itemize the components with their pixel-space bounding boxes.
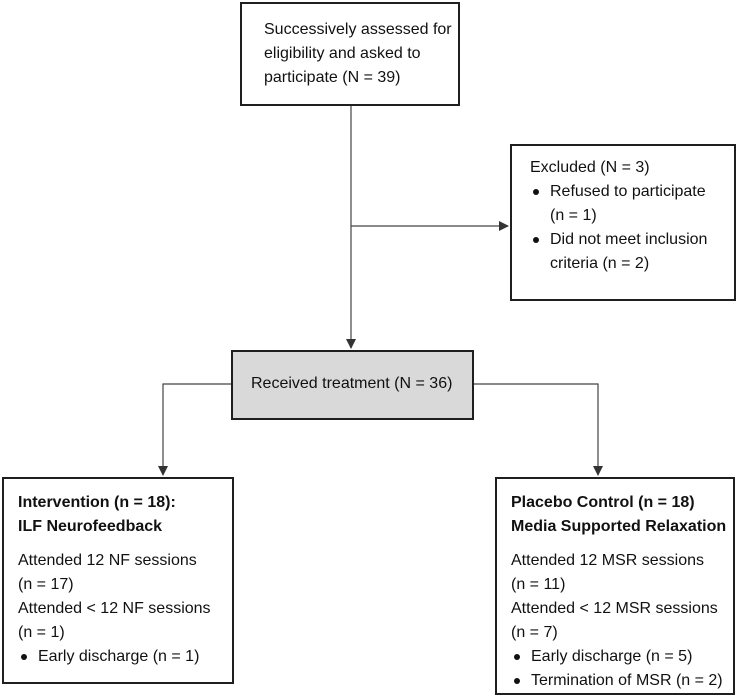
excluded-item-refused-count: (n = 1) <box>550 207 597 224</box>
placebo-bullet-early-discharge: Early discharge (n = 5) <box>511 645 733 669</box>
assessed-box: Successively assessed for eligibility an… <box>240 2 460 106</box>
excluded-item-criteria-count: criteria (n = 2) <box>550 255 650 272</box>
intervention-subtitle: ILF Neurofeedback <box>18 518 163 535</box>
intervention-box: Intervention (n = 18): ILF Neurofeedback… <box>2 477 234 684</box>
placebo-line-3: Attended < 12 MSR sessions <box>511 600 718 617</box>
excluded-item-refused: Refused to participate <box>530 180 734 204</box>
placebo-box: Placebo Control (n = 18) Media Supported… <box>495 477 735 695</box>
excluded-title: Excluded (N = 3) <box>530 159 650 176</box>
placebo-bullet-termination: Termination of MSR (n = 2) <box>511 669 733 693</box>
intervention-line-3: Attended < 12 NF sessions <box>18 600 211 617</box>
placebo-line-1: Attended 12 MSR sessions <box>511 552 704 569</box>
assessed-line-1: Successively assessed for <box>264 21 452 38</box>
assessed-line-3: participate (N = 39) <box>264 69 401 86</box>
placebo-title: Placebo Control (n = 18) <box>511 494 695 511</box>
excluded-item-criteria: Did not meet inclusion <box>530 228 734 252</box>
received-box: Received treatment (N = 36) <box>231 350 474 420</box>
assessed-line-2: eligibility and asked to <box>264 45 421 62</box>
intervention-line-4: (n = 1) <box>18 624 65 641</box>
placebo-subtitle: Media Supported Relaxation <box>511 518 727 535</box>
intervention-line-1: Attended 12 NF sessions <box>18 552 197 569</box>
connector-to-placebo <box>474 383 603 476</box>
excluded-box: Excluded (N = 3) Refused to participate … <box>510 144 736 301</box>
placebo-line-2: (n = 11) <box>511 576 566 593</box>
placebo-line-4: (n = 7) <box>511 624 558 641</box>
received-label: Received treatment (N = 36) <box>251 375 453 392</box>
intervention-line-2: (n = 17) <box>18 576 74 593</box>
intervention-bullet-early-discharge: Early discharge (n = 1) <box>18 645 232 669</box>
connector-to-intervention <box>158 383 231 476</box>
intervention-title: Intervention (n = 18): <box>18 494 176 511</box>
